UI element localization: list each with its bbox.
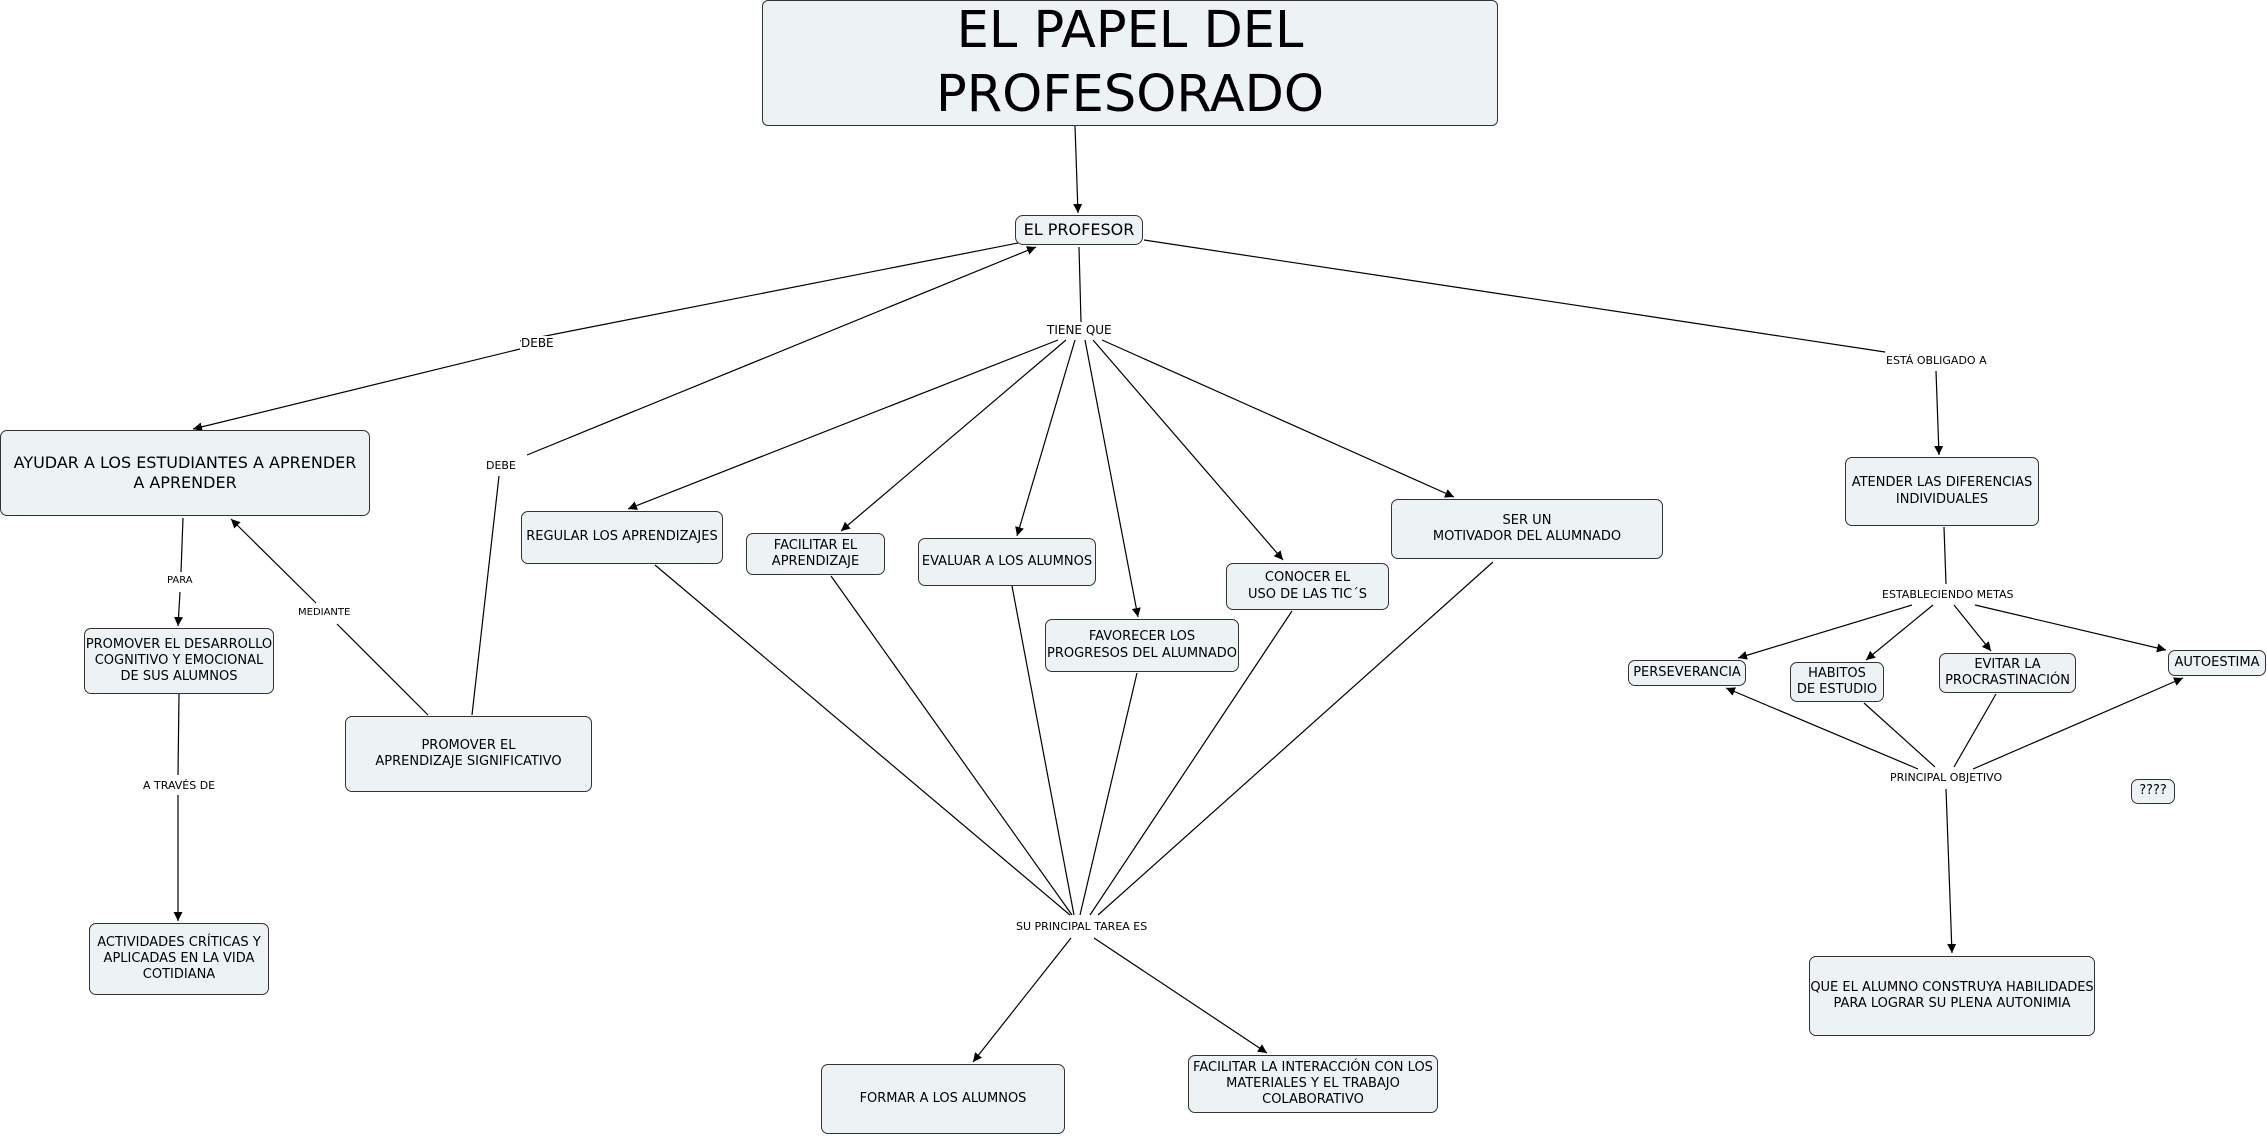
- link-principal-objetivo: PRINCIPAL OBJETIVO: [1890, 771, 2003, 784]
- node-conocer-label: CONOCER EL USO DE LAS TIC´S: [1248, 570, 1367, 602]
- node-ayudar-label: AYUDAR A LOS ESTUDIANTES A APRENDER A AP…: [13, 453, 357, 492]
- node-facilitar-aprendizaje[interactable]: FACILITAR EL APRENDIZAJE: [746, 533, 885, 575]
- node-promover-aprendizaje-label: PROMOVER EL APRENDIZAJE SIGNIFICATIVO: [375, 737, 562, 769]
- node-perseverancia-label: PERSEVERANCIA: [1633, 664, 1741, 680]
- page-title: EL PAPEL DEL PROFESORADO: [935, 1, 1325, 124]
- node-promover-desarrollo[interactable]: PROMOVER EL DESARROLLO COGNITIVO Y EMOCI…: [84, 628, 274, 694]
- link-estableciendo-metas: ESTABLECIENDO METAS: [1882, 588, 2014, 601]
- node-conocer[interactable]: CONOCER EL USO DE LAS TIC´S: [1226, 563, 1389, 610]
- node-habitos-label: HABITOS DE ESTUDIO: [1796, 665, 1878, 697]
- node-evaluar[interactable]: EVALUAR A LOS ALUMNOS: [918, 538, 1096, 586]
- link-debe-left: DEBE: [521, 336, 554, 350]
- node-regular[interactable]: REGULAR LOS APRENDIZAJES: [521, 511, 723, 564]
- node-habitos[interactable]: HABITOS DE ESTUDIO: [1790, 662, 1884, 702]
- node-favorecer-label: FAVORECER LOS PROGRESOS DEL ALUMNADO: [1047, 629, 1237, 661]
- node-motivador-label: SER UN MOTIVADOR DEL ALUMNADO: [1432, 512, 1622, 544]
- link-debe-mid: DEBE: [486, 459, 516, 472]
- node-promover-aprendizaje[interactable]: PROMOVER EL APRENDIZAJE SIGNIFICATIVO: [345, 716, 592, 792]
- node-actividades-label: ACTIVIDADES CRÍTICAS Y APLICADAS EN LA V…: [97, 934, 261, 983]
- node-actividades[interactable]: ACTIVIDADES CRÍTICAS Y APLICADAS EN LA V…: [89, 923, 269, 995]
- node-regular-label: REGULAR LOS APRENDIZAJES: [526, 529, 718, 545]
- node-promover-desarrollo-label: PROMOVER EL DESARROLLO COGNITIVO Y EMOCI…: [85, 636, 273, 685]
- node-favorecer[interactable]: FAVORECER LOS PROGRESOS DEL ALUMNADO: [1045, 619, 1239, 672]
- node-formar-label: FORMAR A LOS ALUMNOS: [859, 1090, 1027, 1106]
- node-el-profesor-label: EL PROFESOR: [1023, 220, 1135, 239]
- link-esta-obligado: ESTÁ OBLIGADO A: [1886, 354, 1987, 367]
- node-question-label: ????: [2139, 783, 2167, 799]
- node-facilitar-aprendizaje-label: FACILITAR EL APRENDIZAJE: [771, 537, 860, 569]
- node-atender[interactable]: ATENDER LAS DIFERENCIAS INDIVIDUALES: [1845, 457, 2039, 526]
- node-evaluar-label: EVALUAR A LOS ALUMNOS: [921, 553, 1093, 569]
- link-a-traves: A TRAVÉS DE: [143, 779, 216, 792]
- node-question[interactable]: ????: [2131, 779, 2175, 804]
- link-para: PARA: [167, 575, 193, 587]
- link-mediante: MEDIANTE: [298, 607, 351, 619]
- node-el-profesor[interactable]: EL PROFESOR: [1015, 215, 1143, 245]
- node-motivador[interactable]: SER UN MOTIVADOR DEL ALUMNADO: [1391, 499, 1663, 559]
- node-construya-label: QUE EL ALUMNO CONSTRUYA HABILIDADES PARA…: [1810, 979, 2094, 1011]
- node-atender-label: ATENDER LAS DIFERENCIAS INDIVIDUALES: [1851, 475, 2033, 507]
- node-facilitar-interaccion-label: FACILITAR LA INTERACCIÓN CON LOS MATERIA…: [1193, 1059, 1433, 1108]
- title-node[interactable]: EL PAPEL DEL PROFESORADO: [762, 0, 1498, 126]
- node-evitar[interactable]: EVITAR LA PROCRASTINACIÓN: [1939, 653, 2076, 693]
- node-ayudar[interactable]: AYUDAR A LOS ESTUDIANTES A APRENDER A AP…: [0, 430, 370, 516]
- node-construya[interactable]: QUE EL ALUMNO CONSTRUYA HABILIDADES PARA…: [1809, 956, 2095, 1036]
- node-autoestima-label: AUTOESTIMA: [2174, 654, 2260, 670]
- node-facilitar-interaccion[interactable]: FACILITAR LA INTERACCIÓN CON LOS MATERIA…: [1188, 1055, 1438, 1113]
- node-evitar-label: EVITAR LA PROCRASTINACIÓN: [1945, 656, 2070, 688]
- link-tiene-que: TIENE QUE: [1047, 323, 1112, 337]
- node-perseverancia[interactable]: PERSEVERANCIA: [1628, 660, 1746, 686]
- node-autoestima[interactable]: AUTOESTIMA: [2168, 650, 2266, 676]
- link-su-principal-tarea: SU PRINCIPAL TAREA ES: [1016, 920, 1148, 933]
- node-formar[interactable]: FORMAR A LOS ALUMNOS: [821, 1064, 1065, 1134]
